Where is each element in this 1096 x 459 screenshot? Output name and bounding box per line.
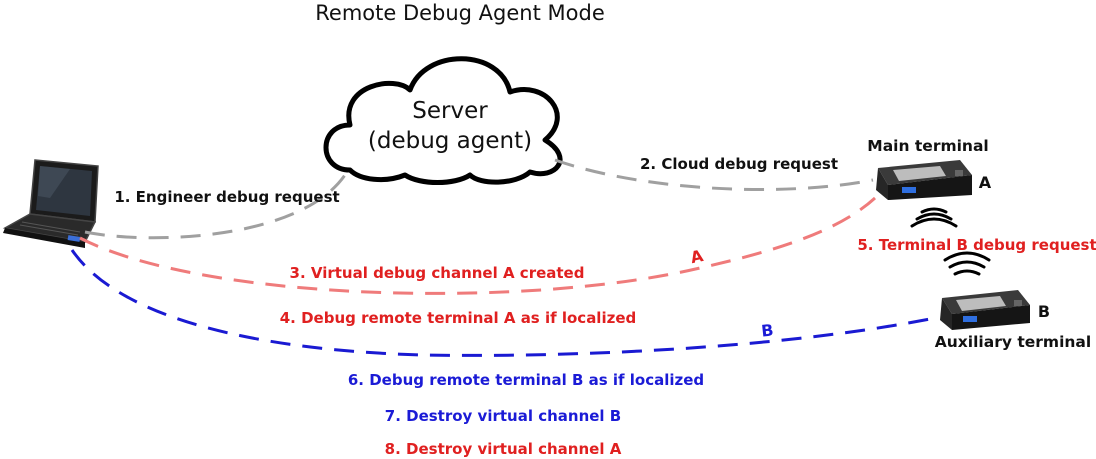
step-8-label: 8. Destroy virtual channel A [385, 440, 622, 458]
step-3-label: 3. Virtual debug channel A created [290, 264, 585, 282]
main-terminal-letter: A [979, 173, 992, 192]
step-2-label: 2. Cloud debug request [640, 155, 838, 173]
virtual-channel-a-link [79, 196, 877, 295]
server-label-line1: Server [412, 98, 488, 124]
server-label-line2: (debug agent) [368, 128, 532, 154]
virtual-channel-b-link [70, 249, 936, 357]
engineer-request-link [84, 174, 347, 240]
channel-b-letter: B [760, 320, 774, 340]
main-terminal-device-icon [876, 160, 972, 200]
channel-a-letter: A [689, 246, 706, 267]
step-5-label: 5. Terminal B debug request [857, 236, 1096, 254]
step-4-label: 4. Debug remote terminal A as if localiz… [280, 309, 636, 327]
main-terminal-label: Main terminal [867, 137, 988, 155]
laptop-icon [2, 159, 99, 248]
auxiliary-terminal-device-icon [940, 290, 1030, 330]
wireless-signal-icon [910, 207, 958, 228]
server-cloud-icon [323, 56, 563, 185]
wireless-signal-icon-2 [943, 251, 991, 276]
step-7-label: 7. Destroy virtual channel B [385, 407, 621, 425]
diagram-title: Remote Debug Agent Mode [315, 1, 605, 25]
step-1-label: 1. Engineer debug request [114, 188, 339, 206]
cloud-request-link [554, 158, 874, 192]
auxiliary-terminal-label: Auxiliary terminal [935, 333, 1091, 351]
auxiliary-terminal-letter: B [1038, 302, 1050, 321]
step-6-label: 6. Debug remote terminal B as if localiz… [348, 371, 704, 389]
